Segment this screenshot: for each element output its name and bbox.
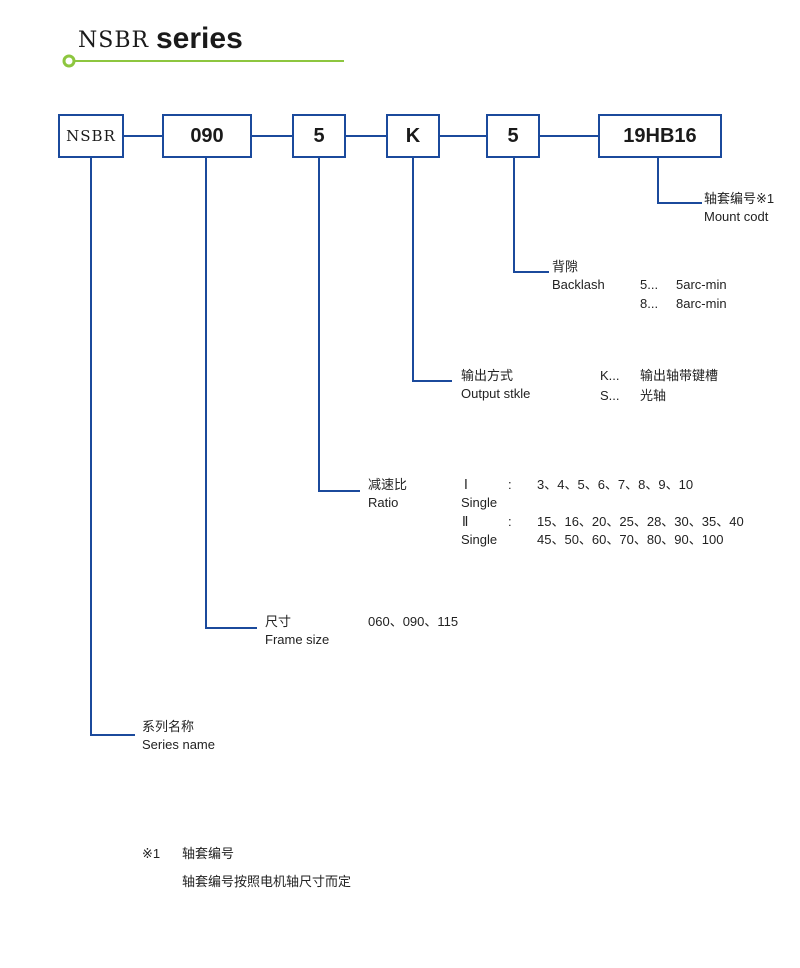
output-option-value: 光轴 [640,388,667,403]
output-option-key: S... [600,388,620,403]
leader-backlash [513,158,549,273]
note-title: 轴套编号 [182,846,235,861]
output-label-en: Output stkle [461,386,531,401]
frame-values: 060、090、115 [368,614,459,629]
code-box-backlash: 5 [486,114,540,158]
note-mark: ※1 [142,846,161,861]
title-bullet [62,54,76,68]
mount-label-cn: 轴套编号※1 [704,191,775,206]
ratio-stage2-values1: 15、16、20、25、28、30、35、40 [537,514,744,529]
leader-series [90,158,135,736]
output-label-cn: 输出方式 [461,368,514,383]
ratio-stage2-roman: Ⅱ [462,514,469,529]
ratio-stage1-values: 3、4、5、6、7、8、9、10 [537,477,694,492]
output-option-value: 输出轴带键槽 [640,368,719,383]
ratio-stage2-colon: : [508,514,512,529]
backlash-label-en: Backlash [552,277,605,292]
code-box-output: K [386,114,440,158]
code-box-frame: 090 [162,114,252,158]
leader-frame [205,158,257,629]
ratio-label-cn: 减速比 [368,477,408,492]
code-box-ratio: 5 [292,114,346,158]
backlash-option-key: 8... [640,296,659,311]
series-label-cn: 系列名称 [142,719,195,734]
title-prefix: NSBR [78,28,150,53]
output-option-key: K... [600,368,620,383]
series-label-en: Series name [142,737,215,752]
frame-label-cn: 尺寸 [265,614,292,629]
ratio-stage2-values2: 45、50、60、70、80、90、100 [537,532,724,547]
ratio-stage1-colon: : [508,477,512,492]
backlash-option-key: 5... [640,277,659,292]
backlash-label-cn: 背隙 [552,259,579,274]
note-text: 轴套编号按照电机轴尺寸而定 [182,874,352,889]
backlash-option-value: 8arc-min [676,296,727,311]
frame-label-en: Frame size [265,632,330,647]
ratio-stage2-single: Single [461,532,498,547]
leader-output [412,158,452,382]
ratio-stage1-single: Single [461,495,498,510]
mount-label-en: Mount codt [704,209,769,224]
ratio-label-en: Ratio [368,495,399,510]
leader-ratio [318,158,360,492]
code-box-series: NSBR [58,114,124,158]
ratio-stage1-roman: Ⅰ [464,477,468,492]
title-suffix: series [156,22,243,55]
code-box-mount: 19HB16 [598,114,722,158]
backlash-option-value: 5arc-min [676,277,727,292]
leader-mount [657,158,702,204]
